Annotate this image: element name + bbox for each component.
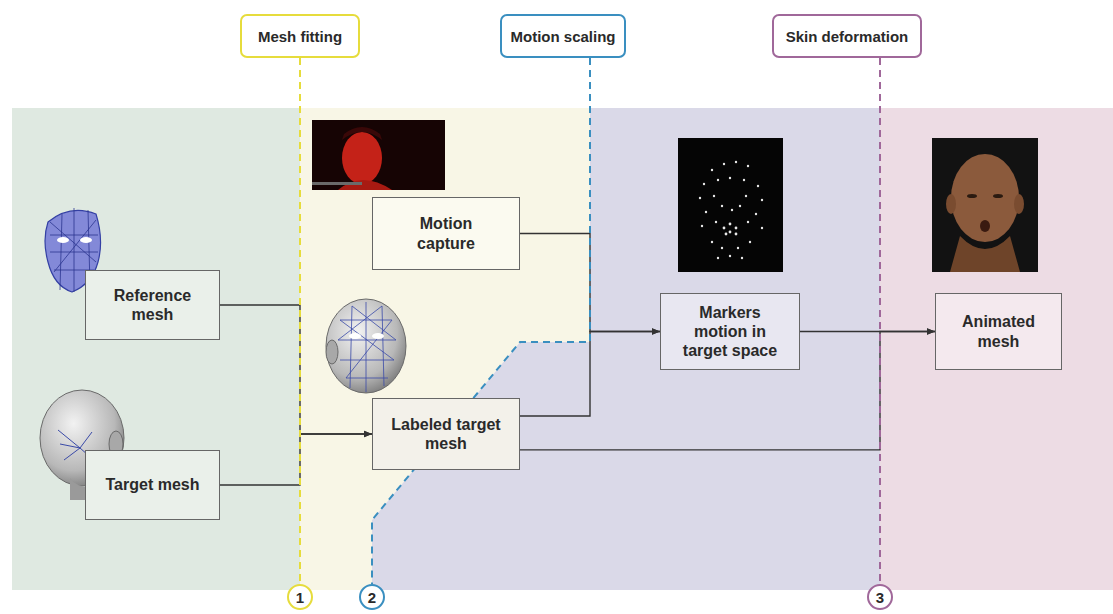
- node-label: 3: [876, 590, 884, 605]
- node-label: Skin deformation: [786, 28, 909, 45]
- labeled-mesh-figure: [326, 299, 406, 393]
- stage-divider: [299, 58, 301, 584]
- callout-circle: 2: [359, 584, 385, 610]
- process-box: Motion capture: [372, 197, 520, 270]
- stage-heading: Mesh fitting: [240, 14, 360, 58]
- region-fitting: [12, 108, 300, 590]
- process-box: Animated mesh: [935, 293, 1062, 370]
- flow-arrow: [220, 305, 372, 434]
- node-label: 2: [368, 590, 376, 605]
- stage-divider: [372, 58, 590, 584]
- process-box: Target mesh: [85, 450, 220, 520]
- process-box: Labeled target mesh: [372, 398, 520, 470]
- stage-divider: [879, 58, 881, 584]
- node-label: Motion capture: [391, 214, 501, 252]
- node-label: Markers motion in target space: [679, 303, 781, 361]
- region-deformation: [372, 108, 880, 590]
- region-animated: [880, 108, 1113, 590]
- node-label: Target mesh: [106, 475, 200, 494]
- node-label: Labeled target mesh: [391, 415, 501, 453]
- flow-arrow: [520, 332, 660, 417]
- node-label: 1: [296, 590, 304, 605]
- flow-arrow: [220, 434, 372, 485]
- node-label: Motion scaling: [511, 28, 616, 45]
- stage-heading: Skin deformation: [772, 14, 922, 58]
- node-label: Reference mesh: [104, 286, 201, 324]
- markers-image: [678, 138, 783, 272]
- animated-head-photo: [932, 138, 1038, 272]
- callout-circle: 3: [867, 584, 893, 610]
- stage-heading: Motion scaling: [500, 14, 626, 58]
- process-box: Reference mesh: [85, 270, 220, 340]
- motion-capture-photo: [312, 120, 445, 190]
- process-box: Markers motion in target space: [660, 293, 800, 370]
- node-label: Mesh fitting: [258, 28, 342, 45]
- node-label: Animated mesh: [954, 312, 1043, 350]
- callout-circle: 1: [287, 584, 313, 610]
